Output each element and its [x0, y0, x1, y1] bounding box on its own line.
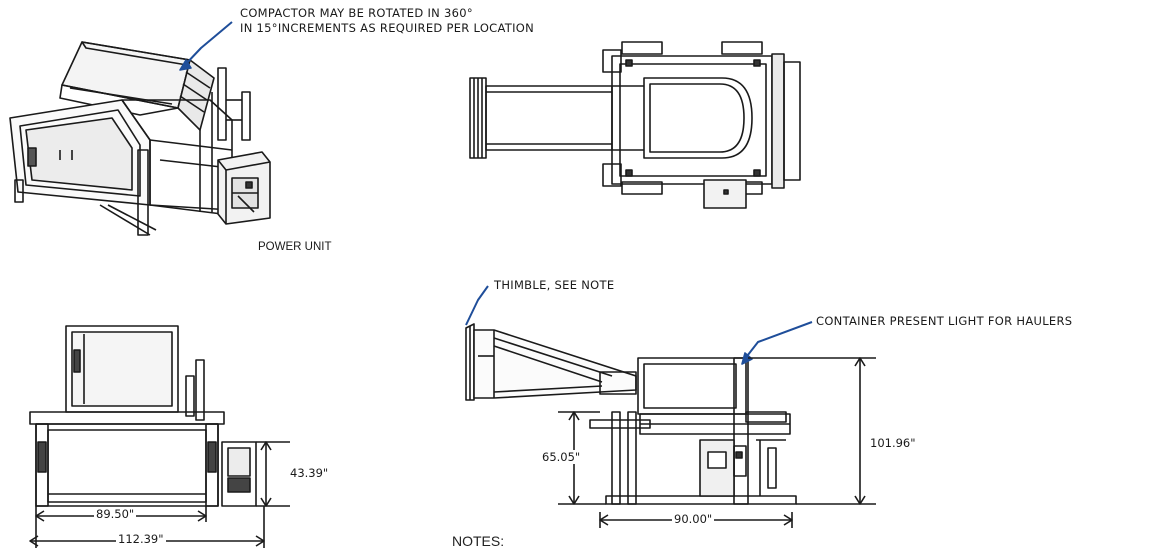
dim-chute-height: 65.05"	[540, 450, 583, 464]
rotation-note-line2: IN 15°INCREMENTS AS REQUIRED PER LOCATIO…	[240, 21, 535, 35]
container-light-note: CONTAINER PRESENT LIGHT FOR HAULERS	[816, 314, 1073, 328]
front-view	[29, 325, 290, 548]
rotation-note-line1: COMPACTOR MAY BE ROTATED IN 360°	[240, 6, 473, 20]
notes-heading: NOTES:	[452, 533, 505, 549]
thimble-note: THIMBLE, SEE NOTE	[494, 278, 615, 292]
dim-front-overall-width: 112.39"	[116, 532, 166, 546]
isometric-view	[9, 21, 271, 236]
dim-front-inner-width: 89.50"	[94, 507, 137, 521]
power-unit-label: POWER UNIT	[258, 241, 332, 253]
top-view	[469, 41, 801, 209]
dim-power-unit-height: 43.39"	[288, 466, 331, 480]
side-view	[465, 285, 876, 528]
dim-base-width: 90.00"	[672, 512, 715, 526]
dim-overall-height: 101.96"	[868, 436, 918, 450]
